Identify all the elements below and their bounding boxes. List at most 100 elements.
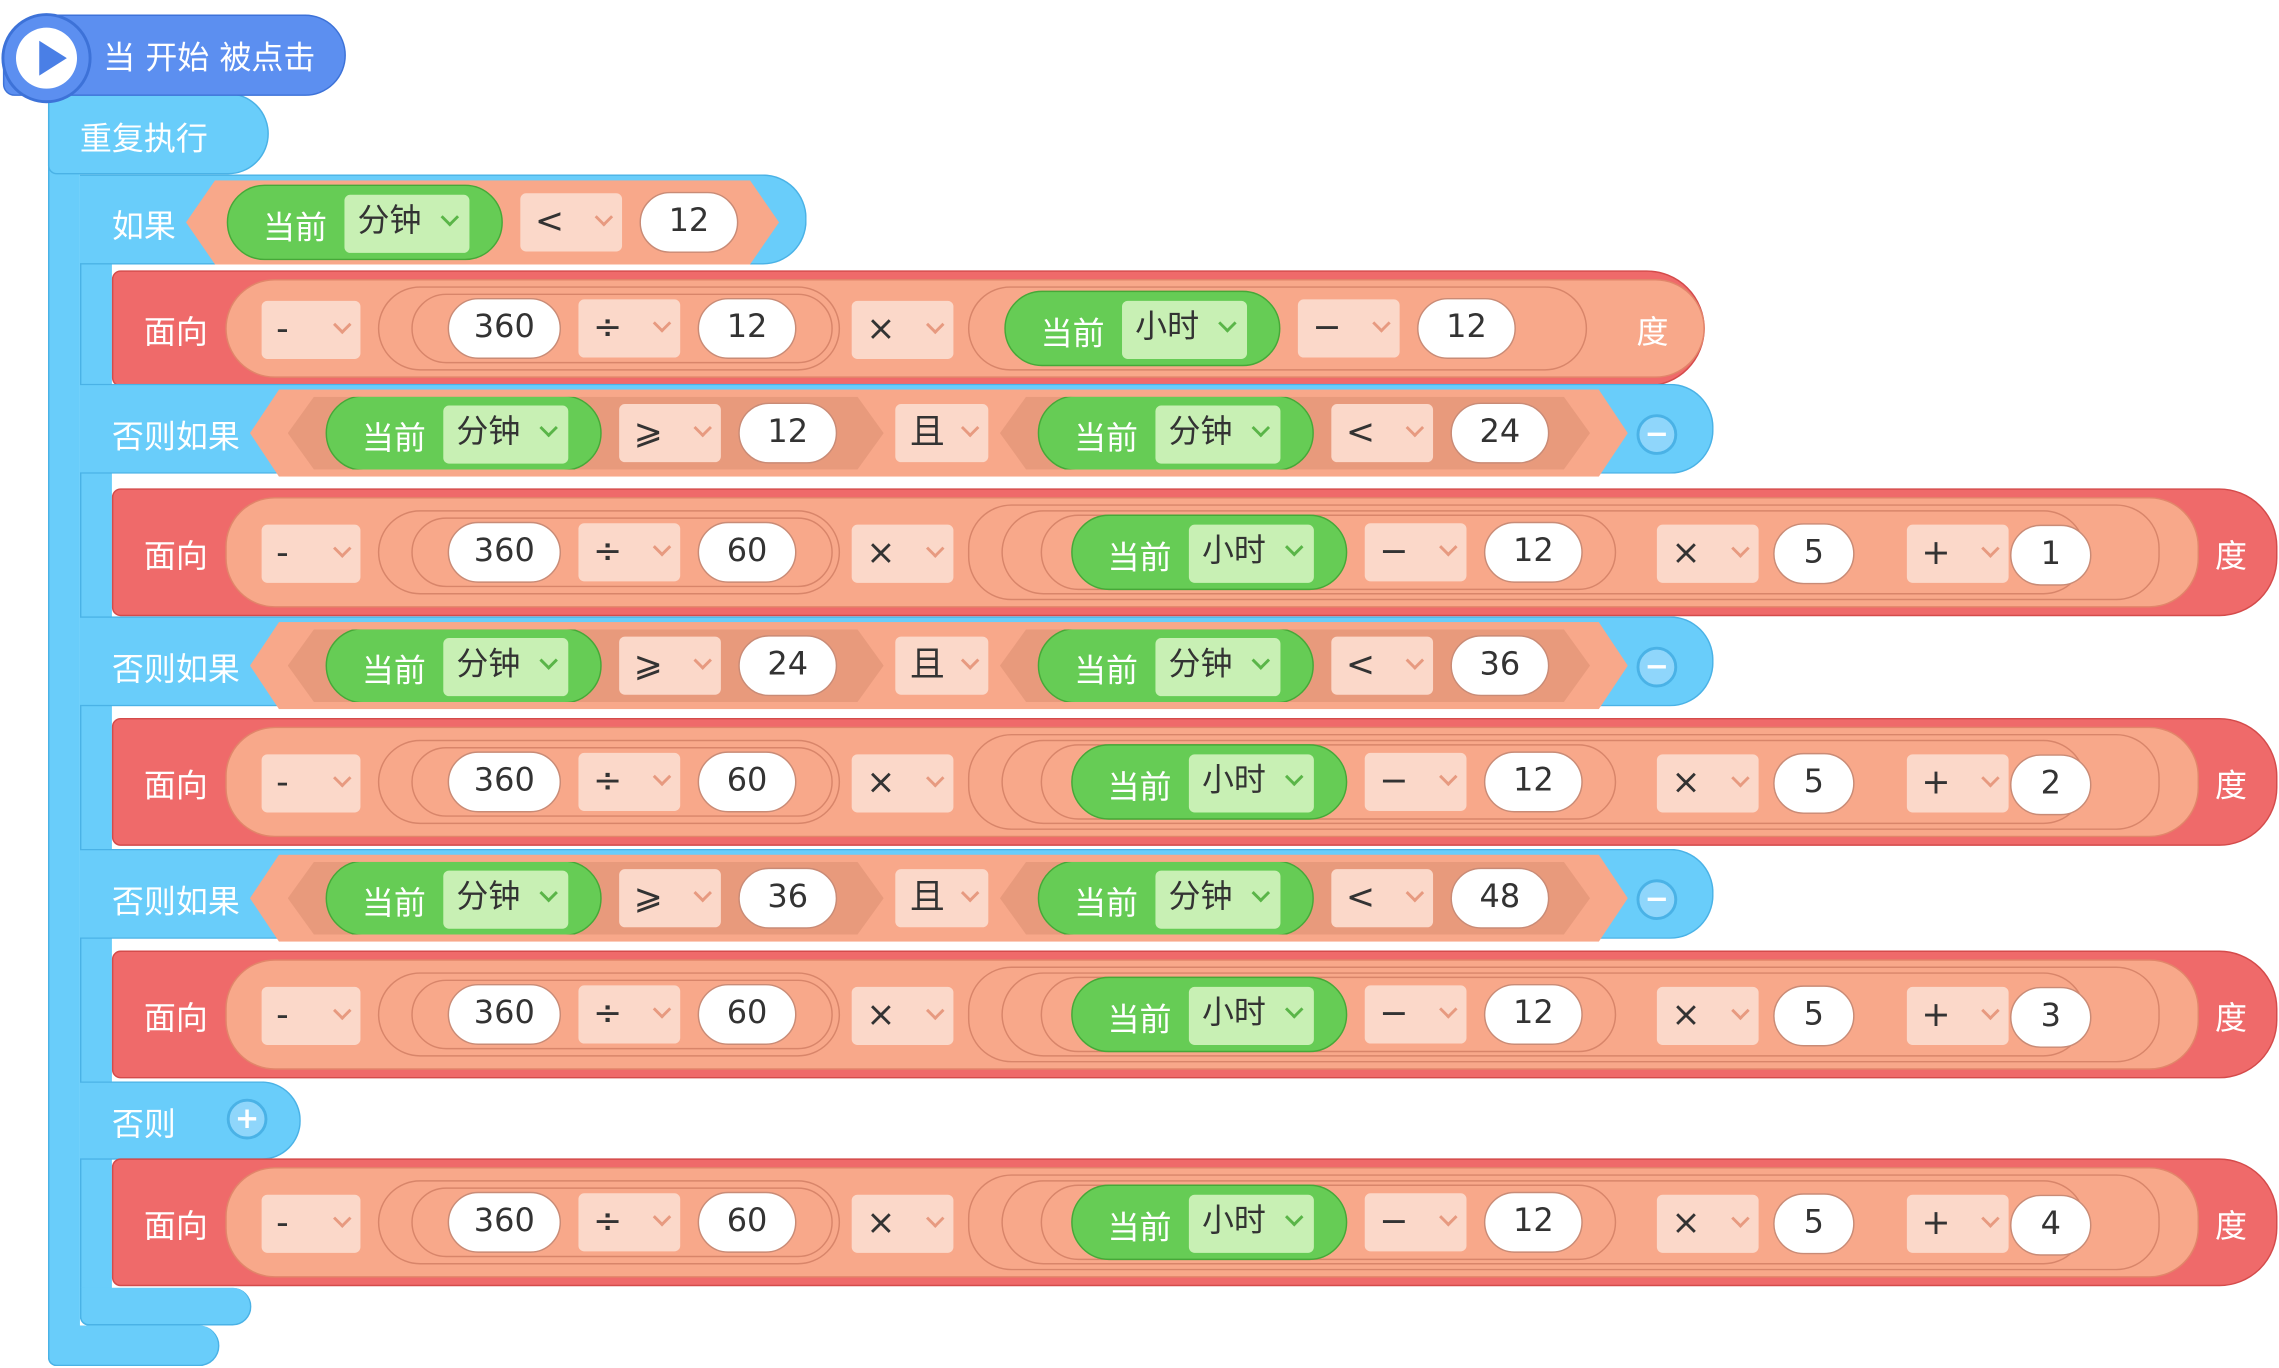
operator-dropdown[interactable]: × <box>851 1194 954 1253</box>
operator-expression[interactable]: 当前 小时 − 12 × 5 + 1 <box>967 504 2160 601</box>
operator-expression[interactable]: 当前 分钟 < 48 <box>1000 862 1590 935</box>
point-in-direction-block[interactable]: 面向 - 360 ÷ 12 × 当前 小时 − 12 度 <box>111 270 1705 387</box>
operator-dropdown[interactable]: 且 <box>895 637 988 695</box>
operator-expression[interactable]: 当前 小时 − 12 × 5 + <box>1001 972 2086 1057</box>
number-input[interactable]: 12 <box>639 192 738 253</box>
operator-dropdown[interactable]: + <box>1906 986 2009 1045</box>
add-branch-button[interactable]: + <box>226 1098 268 1140</box>
sensing-current-time[interactable]: 当前 小时 <box>1071 976 1348 1053</box>
operator-dropdown[interactable]: × <box>1656 986 1759 1045</box>
operator-dropdown[interactable]: ÷ <box>578 752 681 811</box>
operator-dropdown[interactable]: ÷ <box>578 523 681 582</box>
time-unit-dropdown[interactable]: 分钟 <box>1155 638 1280 696</box>
time-unit-dropdown[interactable]: 分钟 <box>443 638 568 696</box>
number-input[interactable]: 36 <box>738 868 837 929</box>
sensing-current-minute[interactable]: 当前 分钟 <box>326 395 602 471</box>
remove-branch-button[interactable]: − <box>1636 879 1678 921</box>
operator-dropdown[interactable]: × <box>851 986 954 1045</box>
operator-expression[interactable]: 当前 小时 − 12 × 5 + <box>1001 510 2086 595</box>
number-input[interactable]: 4 <box>2010 1194 2092 1256</box>
operator-expression[interactable]: 当前 小时 − 12 × 5 + 4 <box>967 1174 2160 1271</box>
time-unit-dropdown[interactable]: 分钟 <box>443 405 568 463</box>
number-input[interactable]: 60 <box>697 751 797 813</box>
compare-dropdown[interactable]: < <box>520 193 622 251</box>
number-input[interactable]: 60 <box>697 1191 797 1253</box>
time-unit-dropdown[interactable]: 分钟 <box>344 195 469 253</box>
sensing-current-hour[interactable]: 当前 小时 <box>1004 290 1281 367</box>
subtract-expression[interactable]: - 360 ÷ 12 × 当前 小时 − 12 <box>225 279 1705 378</box>
sensing-current-time[interactable]: 当前 分钟 <box>326 628 602 704</box>
number-input[interactable]: 60 <box>697 983 797 1045</box>
number-input[interactable]: 12 <box>1417 297 1516 359</box>
sensing-current-time[interactable]: 当前 分钟 <box>1038 860 1314 936</box>
number-input[interactable]: 12 <box>1483 521 1583 583</box>
operator-dropdown[interactable]: ⩾ <box>619 869 721 927</box>
point-in-direction-block[interactable]: 面向 - 360 ÷ 60 × 当前 小时 − <box>111 717 2278 846</box>
point-in-direction-block[interactable]: 面向 - 360 ÷ 60 × 当前 小时 − <box>111 950 2278 1079</box>
times-expression[interactable]: 360 ÷ 12 <box>377 286 841 371</box>
operator-dropdown[interactable]: − <box>1364 985 1467 1044</box>
operator-expression[interactable]: 360 ÷ 60 <box>411 979 833 1050</box>
time-unit-dropdown[interactable]: 小时 <box>1122 300 1248 359</box>
operator-dropdown[interactable]: ÷ <box>578 985 681 1044</box>
operator-dropdown[interactable]: ⩾ <box>619 637 721 695</box>
operator-dropdown[interactable]: × <box>851 524 954 583</box>
operator-dropdown[interactable]: − <box>1297 299 1400 358</box>
repeat-block-foot[interactable] <box>47 1325 220 1367</box>
operator-dropdown[interactable]: - <box>261 1194 361 1253</box>
number-input[interactable]: 360 <box>447 983 562 1045</box>
operator-dropdown[interactable]: × <box>1656 524 1759 583</box>
operator-dropdown[interactable]: - <box>261 524 361 583</box>
operator-expression[interactable]: 当前 小时 − 12 × 5 + <box>1001 1180 2086 1265</box>
operator-expression[interactable]: 当前 小时 − 12 × 5 + 3 <box>967 966 2160 1063</box>
operator-dropdown[interactable]: + <box>1906 524 2009 583</box>
number-input[interactable]: 5 <box>1773 752 1855 814</box>
operator-dropdown[interactable]: < <box>1331 637 1433 695</box>
time-unit-dropdown[interactable]: 小时 <box>1188 1194 1314 1253</box>
if-block-foot[interactable] <box>79 1287 252 1326</box>
subtract-expression[interactable]: - 360 ÷ 60 × 当前 小时 − 12 <box>225 497 2199 608</box>
time-unit-dropdown[interactable]: 分钟 <box>1155 871 1280 929</box>
sensing-current-time[interactable]: 当前 小时 <box>1071 1184 1348 1261</box>
number-input[interactable]: 360 <box>447 297 562 359</box>
operator-expression[interactable]: 当前 小时 − 12 × 5 + 2 <box>967 733 2160 830</box>
operator-expression[interactable]: 360 ÷ 60 <box>377 972 841 1057</box>
operator-dropdown[interactable]: ÷ <box>578 299 681 358</box>
number-input[interactable]: 5 <box>1773 523 1855 585</box>
operator-dropdown[interactable]: ⩾ <box>619 404 721 462</box>
time-unit-dropdown[interactable]: 小时 <box>1188 754 1314 813</box>
time-unit-dropdown[interactable]: 小时 <box>1188 524 1314 583</box>
and-condition[interactable]: 当前 分钟 ⩾ 12 且 当前 分钟 < 24 <box>250 390 1628 477</box>
number-input[interactable]: 360 <box>447 521 562 583</box>
point-in-direction-block[interactable]: 面向 - 360 ÷ 60 × 当前 小时 − <box>111 1158 2278 1287</box>
operator-expression[interactable]: 当前 分钟 ⩾ 36 且 当前 分钟 < 48 <box>250 855 1628 942</box>
sensing-current-minute[interactable]: 当前 分钟 <box>227 185 503 261</box>
operator-dropdown[interactable]: × <box>851 754 954 813</box>
number-input[interactable]: 12 <box>1483 983 1583 1045</box>
condition-ge[interactable]: 当前 分钟 ⩾ 12 <box>288 397 884 470</box>
number-input[interactable]: 24 <box>1450 403 1549 464</box>
number-input[interactable]: 2 <box>2010 754 2092 816</box>
number-input[interactable]: 60 <box>697 521 797 583</box>
number-input[interactable]: 5 <box>1773 985 1855 1047</box>
unary-dropdown[interactable]: - <box>261 300 361 359</box>
sensing-current-time[interactable]: 当前 小时 <box>1071 514 1348 591</box>
operator-dropdown[interactable]: − <box>1364 752 1467 811</box>
time-unit-dropdown[interactable]: 小时 <box>1188 986 1314 1045</box>
time-unit-dropdown[interactable]: 分钟 <box>1155 405 1280 463</box>
sensing-current-time[interactable]: 当前 小时 <box>1071 744 1348 820</box>
operator-expression[interactable]: 当前 小时 − 12 <box>1040 744 1617 820</box>
remove-branch-button[interactable]: − <box>1636 414 1678 455</box>
operator-expression[interactable]: 当前 小时 − 12 <box>1040 976 1617 1053</box>
operator-dropdown[interactable]: < <box>1331 869 1433 927</box>
number-input[interactable]: 1 <box>2010 524 2092 586</box>
and-condition[interactable]: 当前 分钟 ⩾ 24 且 当前 分钟 < 36 <box>250 622 1628 709</box>
operator-expression[interactable]: 360 ÷ 60 <box>411 747 833 817</box>
operator-dropdown[interactable]: 且 <box>895 869 988 927</box>
operator-dropdown[interactable]: + <box>1906 754 2009 813</box>
operator-expression[interactable]: 当前 分钟 < 36 <box>1000 629 1590 702</box>
operator-expression[interactable]: 当前 小时 − 12 × 5 + <box>1001 739 2086 825</box>
number-input[interactable]: 5 <box>1773 1193 1855 1255</box>
sensing-current-time[interactable]: 当前 分钟 <box>1038 628 1314 704</box>
operator-dropdown[interactable]: − <box>1364 523 1467 582</box>
